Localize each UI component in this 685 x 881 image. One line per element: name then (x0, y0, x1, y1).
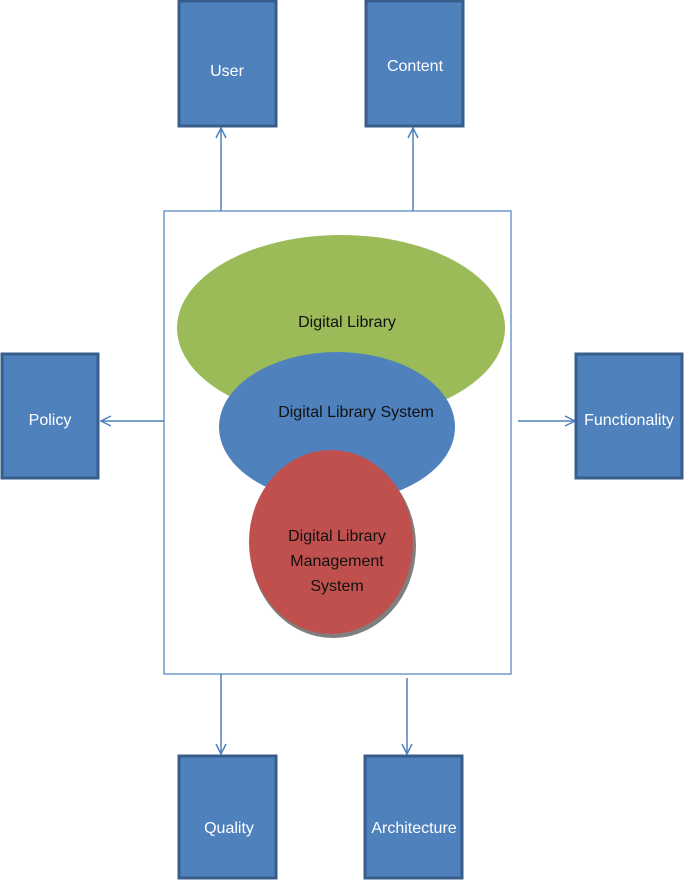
inner-ellipse-label-line2: Management (290, 553, 384, 570)
box-architecture-label: Architecture (371, 820, 456, 837)
box-content: Content (364, 0, 465, 128)
box-functionality-label: Functionality (584, 412, 674, 429)
box-user-label: User (210, 63, 244, 80)
box-architecture: Architecture (363, 754, 464, 880)
outer-ellipse-label: Digital Library (298, 314, 396, 331)
inner-ellipse-label-line3: System (310, 578, 363, 595)
box-functionality: Functionality (574, 352, 684, 480)
box-quality: Quality (177, 754, 278, 880)
box-policy: Policy (0, 352, 100, 480)
middle-ellipse-label: Digital Library System (278, 404, 434, 421)
inner-ellipse-digital-library-management-system (249, 450, 413, 634)
box-quality-label: Quality (204, 820, 254, 837)
box-user: User (177, 0, 278, 128)
box-content-label: Content (387, 58, 444, 75)
middle-ellipse-digital-library-system (219, 352, 455, 502)
box-policy-label: Policy (29, 412, 72, 429)
inner-ellipse-label-line1: Digital Library (288, 528, 386, 545)
connectors (101, 128, 575, 754)
